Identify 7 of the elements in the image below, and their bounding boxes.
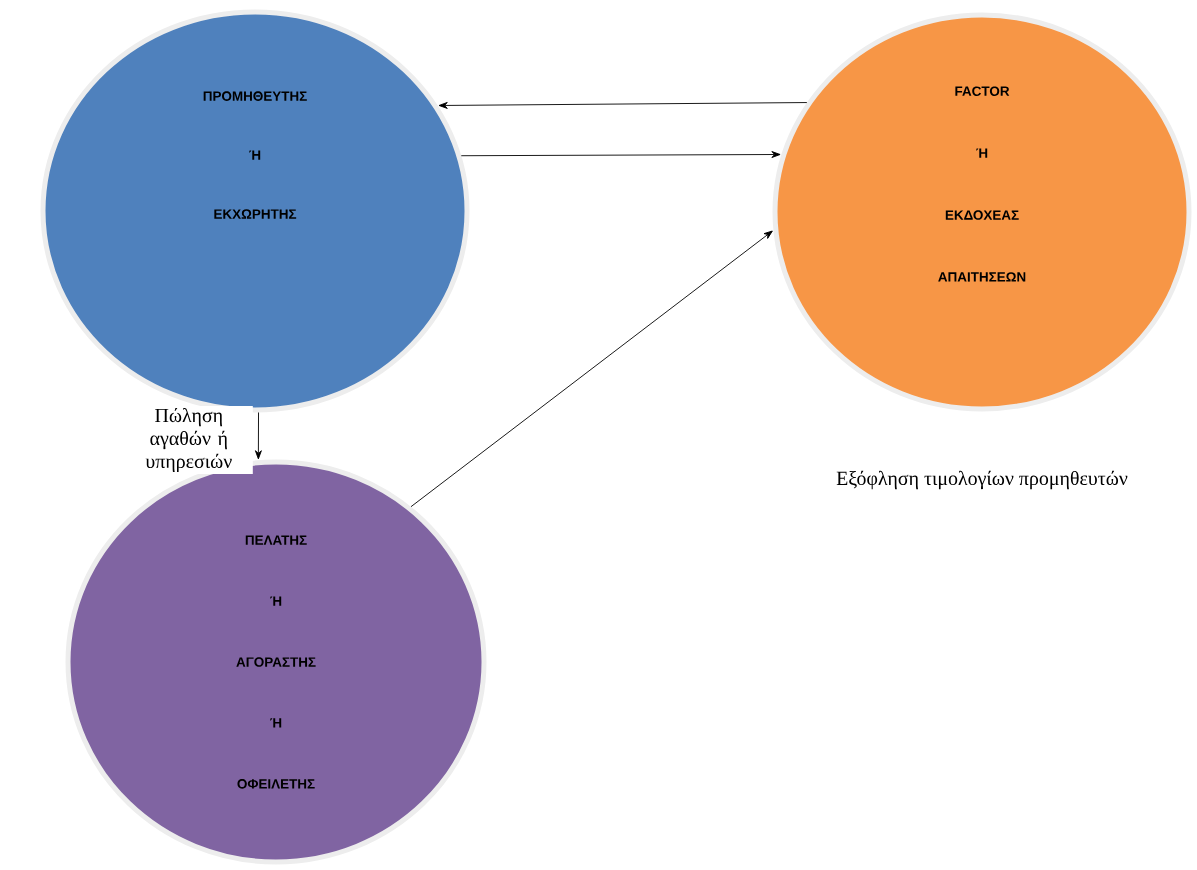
circle-node: FACTOR Ή ΕΚΔΟΧΕΑΣ ΑΠΑΙΤΗΣΕΩΝ [772,12,1192,412]
arrow [254,412,262,460]
arrow [438,102,808,109]
arrow [410,230,773,508]
edge-label: Πώληση αγαθών ή υπηρεσιών [124,405,253,475]
arrow [460,151,781,158]
node-caption: Εξόφληση τιμολογίων προμηθευτών [836,470,1128,490]
